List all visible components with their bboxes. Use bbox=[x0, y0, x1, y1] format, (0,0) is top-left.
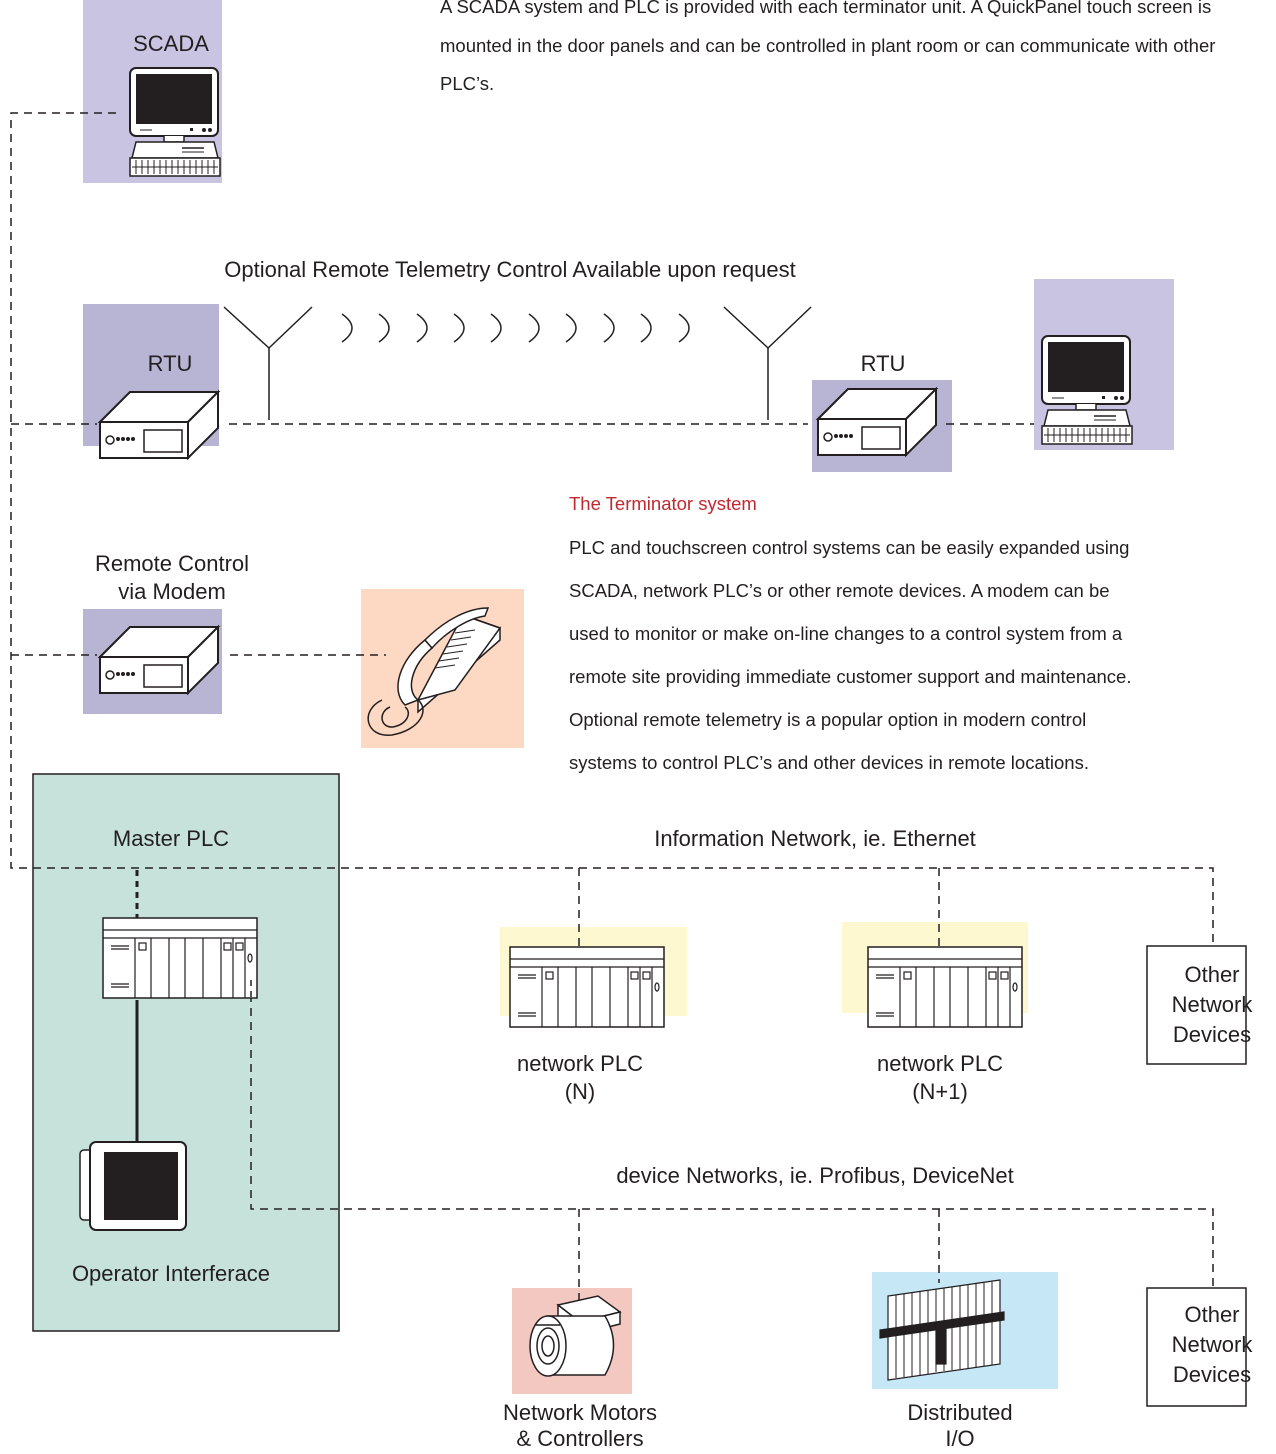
rtu-right-label: RTU bbox=[860, 351, 906, 376]
operator-interface-label: Operator Interferace bbox=[71, 1261, 271, 1286]
network-plc-n-icon bbox=[509, 946, 665, 1028]
modem-label-line2: via Modem bbox=[118, 579, 226, 604]
info-network-label: Information Network, ie. Ethernet bbox=[654, 826, 976, 851]
telephone-icon bbox=[367, 607, 502, 736]
other-devices-2-label: Other Network Devices bbox=[1147, 1300, 1276, 1390]
network-plc-n1-label-1: network PLC bbox=[877, 1051, 1003, 1076]
network-plc-n1-icon bbox=[867, 946, 1023, 1028]
motors-label-2: & Controllers bbox=[516, 1426, 644, 1451]
motor-icon bbox=[529, 1295, 622, 1377]
terminator-line-3: used to monitor or make on-line changes … bbox=[569, 623, 1123, 644]
scada-computer-icon bbox=[129, 67, 221, 177]
modem-label-line1: Remote Control bbox=[94, 551, 250, 576]
rtu-left-label: RTU bbox=[147, 351, 193, 376]
distributed-io-label-2: I/O bbox=[945, 1426, 975, 1451]
radio-wave-icon bbox=[341, 313, 690, 343]
intro-paragraph: A SCADA system and PLC is provided with … bbox=[440, 0, 1216, 94]
network-plc-n1-label-2: (N+1) bbox=[912, 1079, 968, 1104]
scada-label: SCADA bbox=[133, 31, 209, 56]
other-devices-2-line-2: Network bbox=[1171, 1332, 1253, 1357]
terminator-line-5: Optional remote telemetry is a popular o… bbox=[569, 709, 1087, 730]
other-devices-2-line-3: Devices bbox=[1172, 1362, 1252, 1387]
other-devices-1-label: Other Network Devices bbox=[1147, 960, 1276, 1050]
network-plc-n-label-1: network PLC bbox=[517, 1051, 643, 1076]
remote-computer-icon bbox=[1041, 335, 1133, 445]
connection-lines bbox=[10, 112, 1214, 1301]
motors-label-1: Network Motors bbox=[502, 1400, 658, 1425]
network-plc-n-label-2: (N) bbox=[564, 1079, 596, 1104]
other-devices-1-box bbox=[1146, 945, 1247, 1065]
terminator-line-1: PLC and touchscreen control systems can … bbox=[569, 537, 1130, 558]
antenna-right-icon bbox=[723, 306, 812, 420]
touch-panel-icon bbox=[79, 1141, 187, 1231]
master-plc-label: Master PLC bbox=[112, 826, 230, 851]
master-plc-box bbox=[32, 773, 340, 1332]
other-devices-1-line-2: Network bbox=[1171, 992, 1253, 1017]
device-network-label: device Networks, ie. Profibus, DeviceNet bbox=[616, 1163, 1014, 1188]
master-plc-icon bbox=[102, 917, 258, 999]
other-devices-2-box bbox=[1146, 1287, 1247, 1407]
terminator-heading: The Terminator system bbox=[569, 493, 757, 514]
other-devices-2-line-1: Other bbox=[1184, 1302, 1240, 1327]
other-devices-1-line-1: Other bbox=[1184, 962, 1240, 987]
distributed-io-icon bbox=[879, 1279, 1005, 1381]
antenna-left-icon bbox=[223, 306, 313, 420]
distributed-io-label-1: Distributed bbox=[907, 1400, 1013, 1425]
telemetry-label: Optional Remote Telemetry Control Availa… bbox=[224, 257, 796, 282]
terminator-line-6: systems to control PLC’s and other devic… bbox=[569, 752, 1089, 773]
terminator-line-4: remote site providing immediate customer… bbox=[569, 666, 1132, 687]
terminator-line-2: SCADA, network PLC’s or other remote dev… bbox=[569, 580, 1110, 601]
other-devices-1-line-3: Devices bbox=[1172, 1022, 1252, 1047]
